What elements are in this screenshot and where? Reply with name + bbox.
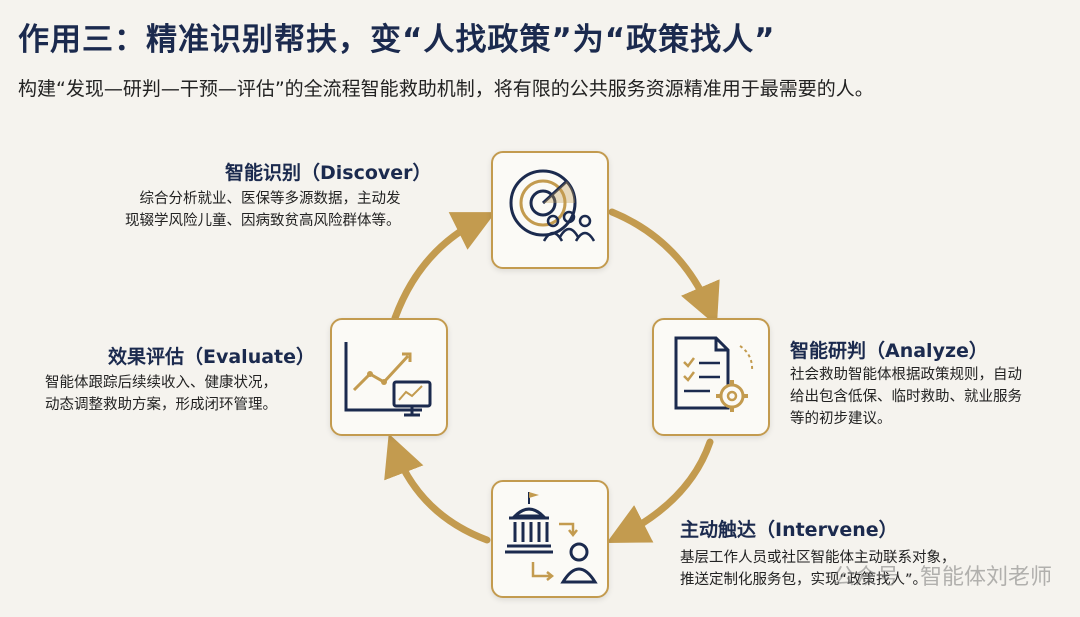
chart-monitor-icon	[344, 342, 432, 417]
discover-box	[491, 151, 609, 269]
watermark: 公众号 · 智能体刘老师	[833, 565, 1052, 590]
evaluate-box	[330, 318, 448, 436]
analyze-title: 智能研判（Analyze）	[790, 340, 988, 362]
arrow-discover-to-analyze	[608, 208, 720, 327]
intervene-desc: 基层工作人员或社区智能体主动联系对象， 推送定制化服务包，实现“政策找人”。	[680, 550, 956, 588]
government-person-icon	[505, 492, 598, 584]
discover-desc: 综合分析就业、医保等多源数据，主动发 现辍学风险儿童、因病致贫高风险群体等。	[125, 191, 401, 229]
page-title: 作用三：精准识别帮扶，变“人找政策”为“政策找人”	[18, 22, 776, 58]
arrow-intervene-to-evaluate	[384, 433, 491, 544]
analyze-box	[652, 318, 770, 436]
intervene-title: 主动触达（Intervene）	[680, 519, 898, 541]
analyze-desc: 社会救助智能体根据政策规则，自动 给出包含低保、临时救助、就业服务 等的初步建议…	[790, 367, 1022, 427]
evaluate-title: 效果评估（Evaluate）	[108, 346, 316, 368]
arrow-analyze-to-intervene	[606, 438, 714, 544]
arrow-evaluate-to-discover	[391, 212, 496, 322]
page-subtitle: 构建“发现—研判—干预—评估”的全流程智能救助机制，将有限的公共服务资源精准用于…	[18, 78, 874, 100]
discover-title: 智能识别（Discover）	[225, 162, 432, 184]
intervene-box	[491, 480, 609, 598]
radar-people-icon	[509, 169, 596, 242]
evaluate-desc: 智能体跟踪后续续收入、健康状况， 动态调整救助方案，形成闭环管理。	[45, 375, 277, 413]
document-gear-icon	[674, 336, 754, 412]
